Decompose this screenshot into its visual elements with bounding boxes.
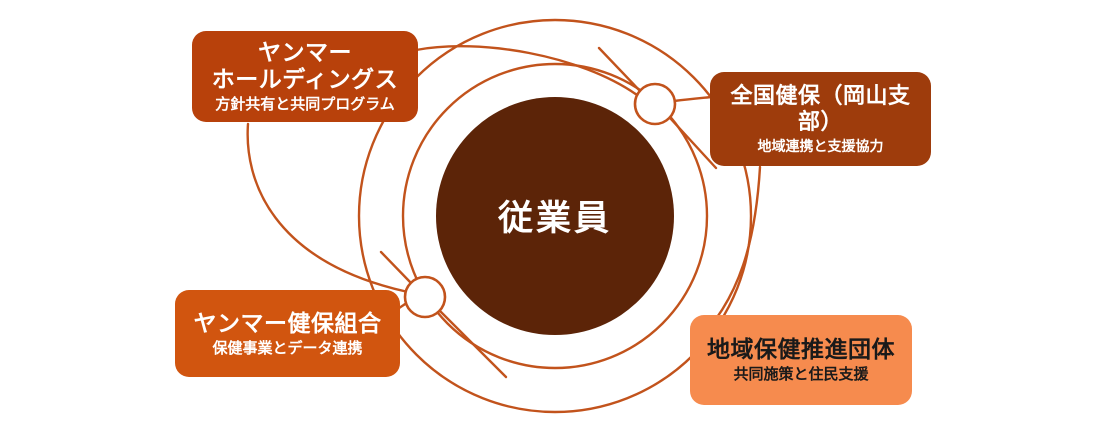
node-yanmar-kenpo-subtitle: 保健事業とデータ連携 — [212, 339, 363, 357]
node-yanmar-holdings-title-line1: ヤンマー — [258, 39, 352, 66]
node-kenpo-okayama-title: 全国健保（岡山支部） — [730, 83, 911, 135]
connector-line-kenpo-okayama — [672, 95, 714, 103]
node-yanmar-holdings[interactable]: ヤンマー ホールディングス 方針共有と共同プログラム — [192, 31, 418, 122]
connector-line-yanmar-kenpo-down — [212, 377, 388, 415]
chord-lines — [379, 46, 718, 379]
outer-ring — [357, 18, 753, 414]
node-chiiki-hoken-title: 地域保健推進団体 — [707, 336, 895, 363]
chord-line-lower-left-b — [438, 309, 508, 379]
connector-line-holdings — [414, 45, 639, 97]
node-yanmar-kenpo[interactable]: ヤンマー健保組合 保健事業とデータ連携 — [175, 290, 400, 377]
inner-ring — [401, 62, 709, 370]
connector-line-holdings-down — [246, 122, 410, 294]
node-yanmar-kenpo-title: ヤンマー健保組合 — [193, 309, 382, 336]
connector-node-lower-left — [403, 275, 447, 319]
center-circle — [436, 97, 674, 335]
node-yanmar-holdings-subtitle: 方針共有と共同プログラム — [215, 96, 395, 114]
connector-node-upper-right — [633, 82, 677, 126]
node-kenpo-okayama[interactable]: 全国健保（岡山支部） 地域連携と支援協力 — [710, 72, 931, 166]
node-kenpo-okayama-subtitle: 地域連携と支援協力 — [757, 138, 884, 155]
chord-line-upper-right-a — [597, 46, 643, 94]
chord-line-lower-left-a — [379, 250, 413, 285]
chord-line-upper-right-b — [668, 116, 718, 170]
node-chiiki-hoken[interactable]: 地域保健推進団体 共同施策と住民支援 — [690, 315, 912, 405]
node-chiiki-hoken-subtitle: 共同施策と住民支援 — [733, 366, 869, 384]
node-yanmar-holdings-title-line2: ホールディングス — [211, 66, 399, 93]
